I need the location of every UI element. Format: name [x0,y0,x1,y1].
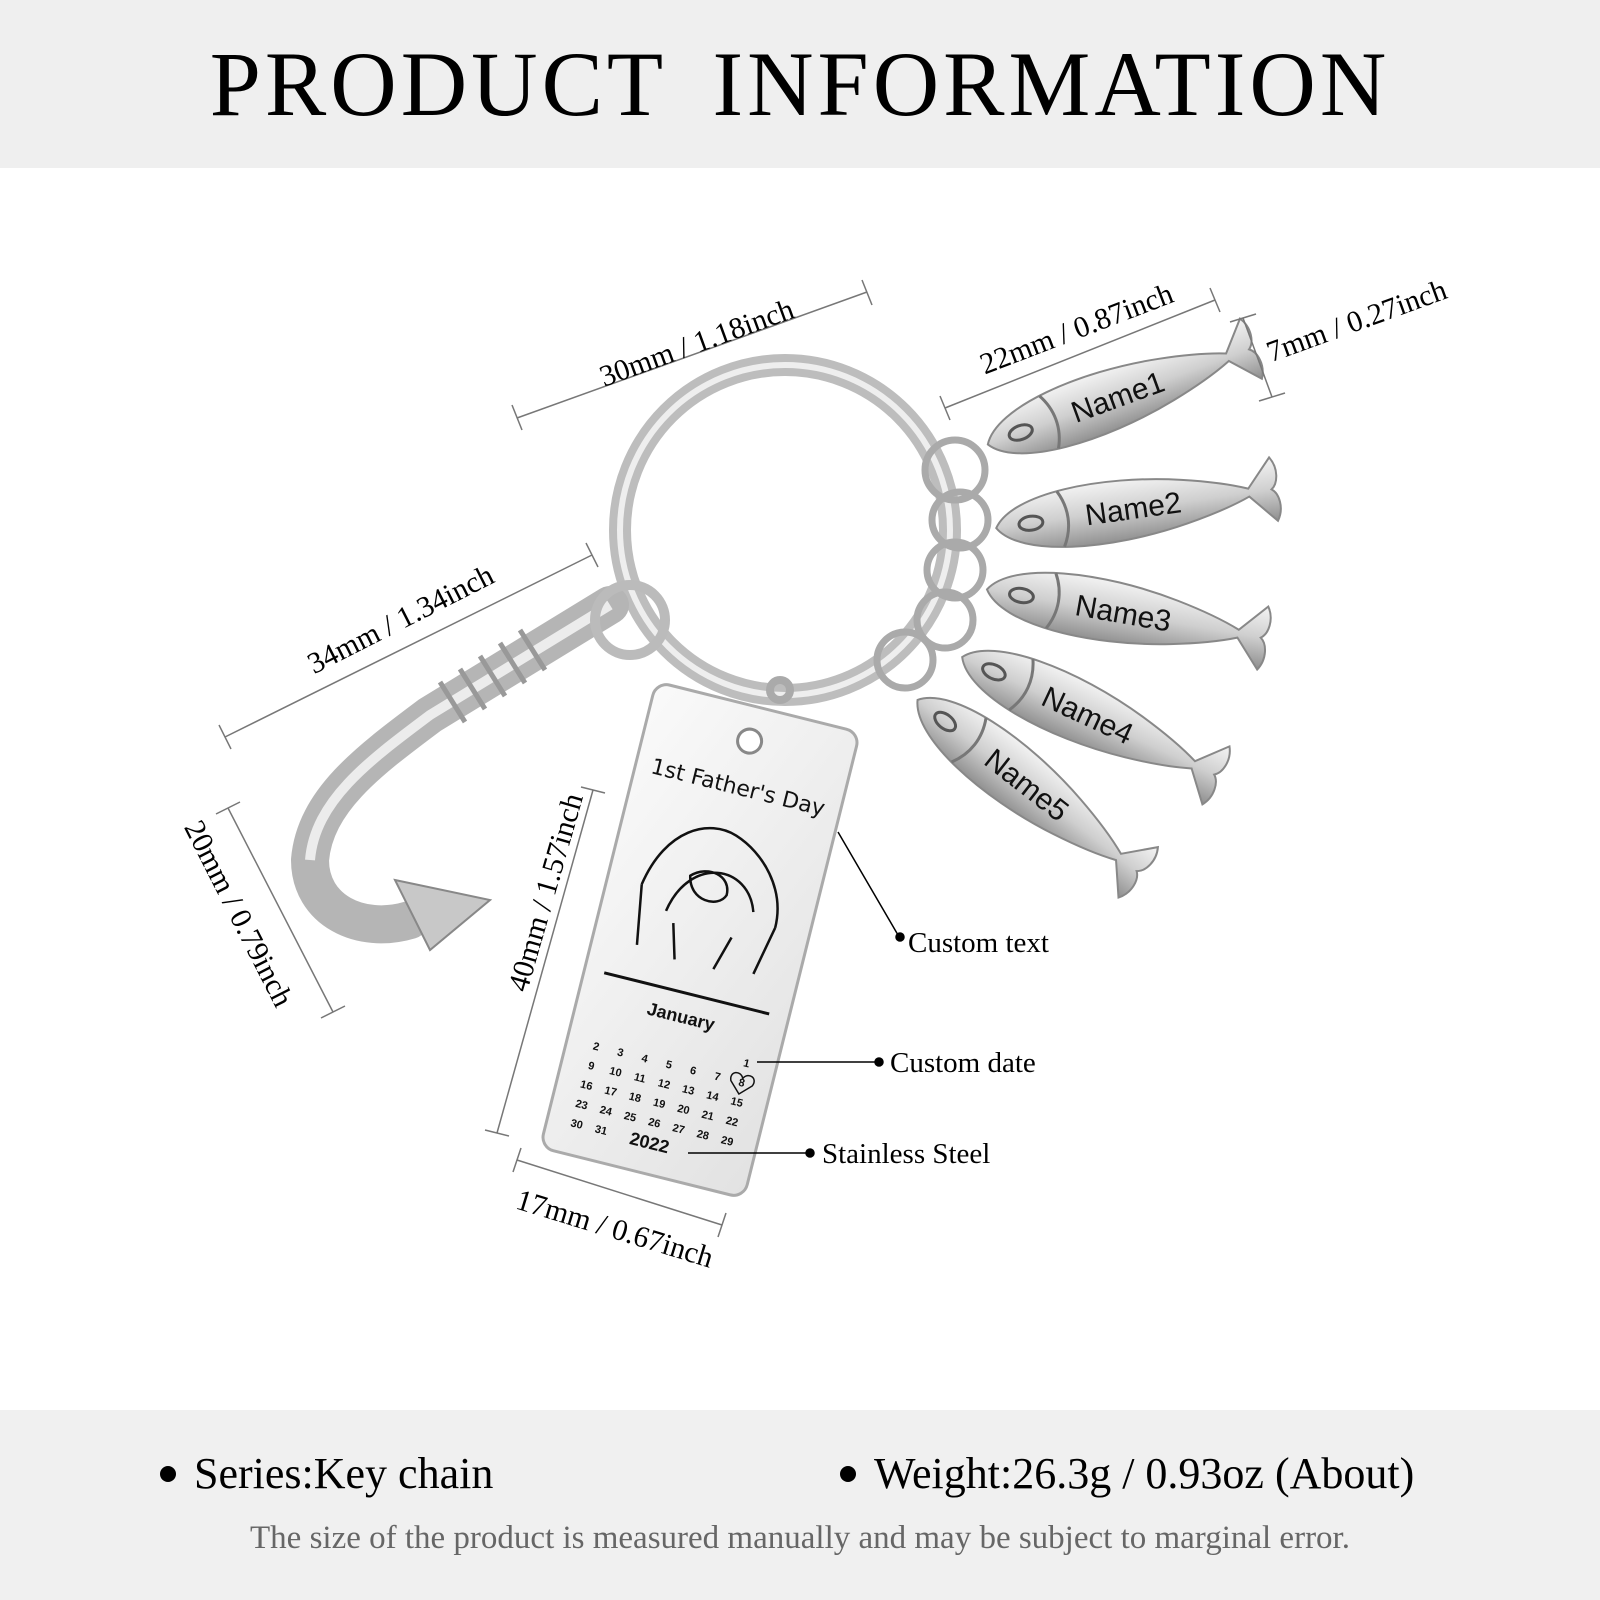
fish-hook [290,580,670,952]
calendar-day: 9 [587,1060,596,1073]
calendar-day: 27 [671,1122,686,1137]
calendar-day: 7 [713,1071,722,1084]
calendar-day: 12 [657,1077,672,1092]
calendar-day: 21 [700,1109,715,1124]
calendar-day: 17 [603,1085,618,1100]
calendar-day: 29 [720,1134,735,1149]
callout-material: Stainless Steel [822,1138,990,1170]
header-band: PRODUCT INFORMATION [0,0,1600,168]
calendar-day: 23 [574,1098,589,1113]
callout-lines [688,831,905,1158]
calendar-day: 13 [681,1083,696,1098]
spec-weight: Weight:26.3g / 0.93oz (About) [840,1448,1414,1499]
calendar-day: 20 [676,1103,691,1118]
dim-fish-height: 7mm / 0.27inch [1262,273,1451,369]
calendar-day: 26 [647,1116,662,1131]
footer-band: Series:Key chain Weight:26.3g / 0.93oz (… [0,1410,1600,1600]
calendar-day: 24 [598,1104,614,1119]
callout-custom-text: Custom text [908,927,1049,959]
calendar-day: 14 [705,1089,721,1104]
fish-charm-3: Name3 [979,556,1275,672]
disclaimer-note: The size of the product is measured manu… [250,1520,1350,1556]
calendar-day: 4 [640,1053,650,1066]
calendar-day: 11 [633,1071,647,1085]
calendar-day: 16 [579,1079,594,1094]
spec-series: Series:Key chain [160,1448,493,1499]
calendar-day: 8 [737,1077,746,1090]
calendar-day: 28 [695,1128,710,1143]
calendar-day: 6 [689,1065,698,1078]
calendar-day: 22 [724,1115,739,1130]
callout-custom-date: Custom date [890,1047,1036,1079]
calendar-day: 10 [608,1065,623,1080]
calendar-day: 3 [616,1047,625,1060]
heart-icon [730,1071,755,1096]
calendar-day: 2 [592,1040,601,1053]
calendar-day: 15 [729,1095,744,1110]
calendar-day: 31 [594,1123,609,1138]
page-title: PRODUCT INFORMATION [209,33,1391,135]
calendar-day: 19 [652,1097,667,1112]
calendar-day: 5 [664,1059,673,1072]
hands-illustration [635,827,779,975]
dim-tag-width: 17mm / 0.67inch [512,1183,717,1274]
bullet-icon [840,1465,856,1482]
calendar-day: 18 [627,1091,642,1106]
dimension-lines [215,279,1286,1238]
dim-tag-height: 40mm / 1.57inch [502,790,590,995]
calendar-day: 25 [623,1110,638,1125]
bullet-icon [160,1465,176,1482]
dim-hook-length: 34mm / 1.34inch [302,558,499,680]
dim-hook-width: 20mm / 0.79inch [177,815,299,1012]
calendar-day: 1 [742,1057,751,1070]
calendar-day: 30 [569,1117,584,1132]
fish-charm-2: Name2 [990,455,1285,562]
